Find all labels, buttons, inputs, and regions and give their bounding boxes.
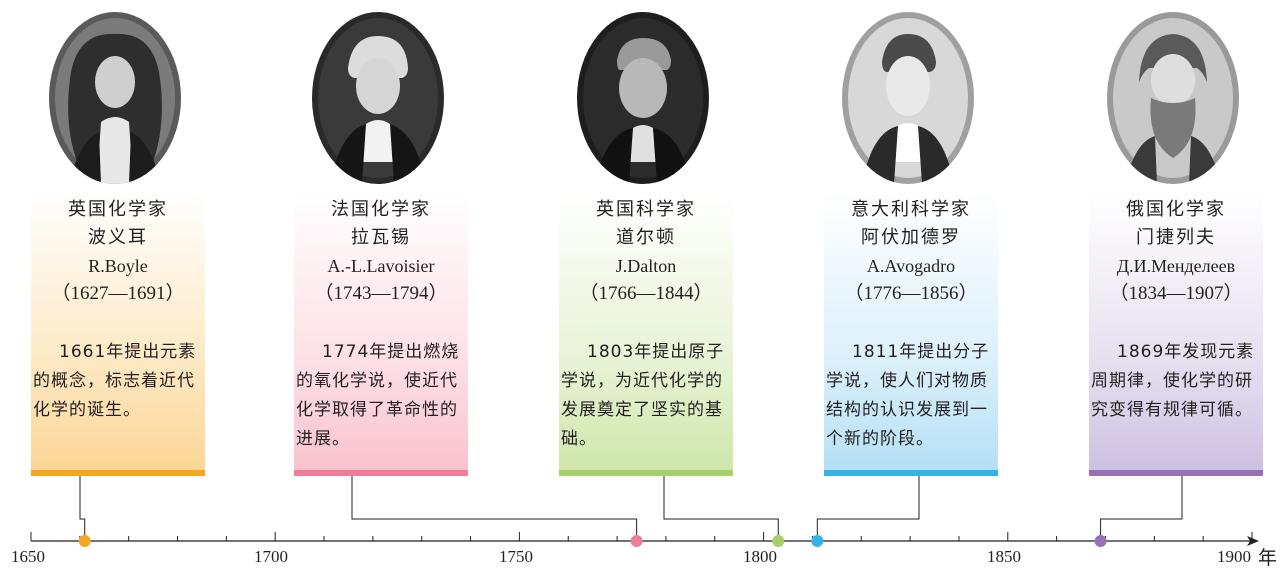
portrait-image	[842, 12, 974, 184]
connector-line	[351, 476, 638, 541]
chinese-name: 道尔顿	[616, 227, 676, 248]
card-panel	[294, 192, 468, 470]
scientist-card-mendeleev: 俄国化学家 门捷列夫 Д.И.Менделеев （1834—1907） 186…	[1089, 0, 1263, 476]
description-text: 1661年提出元素的概念，标志着近代化学的诞生。	[33, 342, 197, 420]
card-panel	[1089, 192, 1263, 470]
chinese-name: 拉瓦锡	[351, 227, 411, 248]
event-marker	[630, 535, 643, 547]
portrait-image	[1107, 12, 1239, 184]
description-text: 1803年提出原子学说，为近代化学的发展奠定了坚实的基础。	[561, 342, 725, 449]
connector-line	[816, 476, 920, 541]
name-block: 俄国化学家 门捷列夫 Д.И.Менделеев （1834—1907）	[1089, 196, 1263, 308]
life-years: （1834—1907）	[1109, 283, 1243, 304]
connector-line	[663, 476, 779, 541]
country-role: 法国化学家	[331, 199, 431, 220]
description: 1661年提出元素的概念，标志着近代化学的诞生。	[33, 338, 203, 425]
description: 1774年提出燃烧的氧化学说，使近代化学取得了革命性的进展。	[296, 338, 466, 454]
connector-line	[79, 476, 86, 541]
color-bar	[1089, 470, 1263, 476]
life-years: （1766—1844）	[579, 283, 713, 304]
tick-label-1850: 1850	[987, 547, 1021, 566]
portrait-mendeleev-icon	[1107, 12, 1239, 184]
tick-label-1900: 1900	[1217, 547, 1251, 566]
color-bar	[294, 470, 468, 476]
axis-unit-label: 年	[1258, 547, 1278, 569]
country-role: 意大利科学家	[851, 199, 971, 220]
name-block: 意大利科学家 阿伏加德罗 A.Avogadro （1776—1856）	[824, 196, 998, 308]
name-block: 英国化学家 波义耳 R.Boyle （1627—1691）	[31, 196, 205, 308]
chinese-name: 阿伏加德罗	[861, 227, 961, 248]
card-panel	[824, 192, 998, 470]
description: 1869年发现元素周期律，使化学的研究变得有规律可循。	[1091, 338, 1261, 425]
card-panel	[31, 192, 205, 470]
portrait-avogadro-icon	[842, 12, 974, 184]
axis-arrow-icon	[1247, 536, 1259, 546]
scientist-card-dalton: 英国科学家 道尔顿 J.Dalton （1766—1844） 1803年提出原子…	[559, 0, 733, 476]
event-marker	[772, 535, 785, 547]
card-panel	[559, 192, 733, 470]
name-block: 法国化学家 拉瓦锡 A.-L.Lavoisier （1743—1794）	[294, 196, 468, 308]
scientist-card-avogadro: 意大利科学家 阿伏加德罗 A.Avogadro （1776—1856） 1811…	[824, 0, 998, 476]
latin-name: Д.И.Менделеев	[1116, 256, 1236, 276]
connector-line	[1100, 476, 1183, 541]
description-text: 1811年提出分子学说，使人们对物质结构的认识发展到一个新的阶段。	[826, 342, 990, 449]
color-bar	[31, 470, 205, 476]
tick-label-1650: 1650	[11, 547, 45, 566]
scientist-card-lavoisier: 法国化学家 拉瓦锡 A.-L.Lavoisier （1743—1794） 177…	[294, 0, 468, 476]
portrait-image	[577, 12, 709, 184]
description-text: 1869年发现元素周期律，使化学的研究变得有规律可循。	[1091, 342, 1255, 420]
country-role: 英国化学家	[68, 199, 168, 220]
scientist-card-boyle: 英国化学家 波义耳 R.Boyle （1627—1691） 1661年提出元素的…	[31, 0, 205, 476]
portrait-dalton-icon	[577, 12, 709, 184]
event-marker	[1094, 535, 1107, 547]
chinese-name: 门捷列夫	[1136, 227, 1216, 248]
tick-label-1750: 1750	[499, 547, 533, 566]
description: 1811年提出分子学说，使人们对物质结构的认识发展到一个新的阶段。	[826, 338, 996, 454]
country-role: 英国科学家	[596, 199, 696, 220]
description: 1803年提出原子学说，为近代化学的发展奠定了坚实的基础。	[561, 338, 731, 454]
latin-name: R.Boyle	[88, 256, 148, 276]
latin-name: A.Avogadro	[866, 256, 956, 276]
life-years: （1743—1794）	[314, 283, 448, 304]
color-bar	[824, 470, 998, 476]
life-years: （1776—1856）	[844, 283, 978, 304]
latin-name: A.-L.Lavoisier	[327, 256, 435, 276]
chinese-name: 波义耳	[88, 227, 148, 248]
event-marker	[78, 535, 91, 547]
life-years: （1627—1691）	[51, 283, 185, 304]
event-marker	[811, 535, 824, 547]
country-role: 俄国化学家	[1126, 199, 1226, 220]
tick-label-1800: 1800	[743, 547, 777, 566]
tick-label-1700: 1700	[254, 547, 288, 566]
color-bar	[559, 470, 733, 476]
latin-name: J.Dalton	[615, 256, 677, 276]
name-block: 英国科学家 道尔顿 J.Dalton （1766—1844）	[559, 196, 733, 308]
description-text: 1774年提出燃烧的氧化学说，使近代化学取得了革命性的进展。	[296, 342, 460, 449]
